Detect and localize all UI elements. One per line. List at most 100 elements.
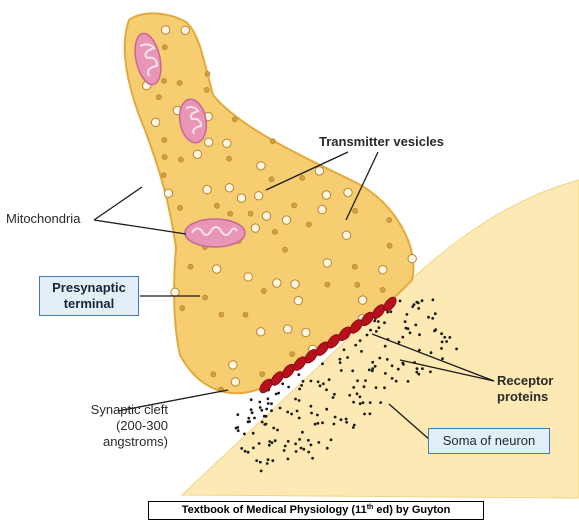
leader-line: [94, 187, 142, 220]
vesicle: [387, 218, 392, 223]
transmitter-dot: [416, 367, 419, 370]
transmitter-dot: [443, 336, 446, 339]
synaptic-cleft-line-1: Synaptic cleft: [28, 402, 168, 418]
vesicle: [243, 312, 248, 317]
transmitter-dot: [268, 444, 271, 447]
transmitter-dot: [298, 388, 301, 391]
vesicle: [229, 361, 237, 369]
transmitter-dot: [369, 401, 372, 404]
transmitter-dot: [339, 361, 342, 364]
transmitter-dot: [286, 411, 289, 414]
transmitter-dot: [287, 440, 290, 443]
transmitter-dot: [434, 328, 437, 331]
vesicle: [387, 243, 392, 248]
transmitter-dot: [359, 339, 362, 342]
vesicle: [251, 224, 259, 232]
transmitter-dot: [244, 450, 247, 453]
transmitter-dot: [302, 448, 305, 451]
transmitter-dot: [441, 341, 444, 344]
transmitter-dot: [243, 433, 246, 436]
transmitter-dot: [371, 370, 374, 373]
transmitter-dot: [274, 439, 277, 442]
vesicle: [244, 273, 252, 281]
transmitter-dot: [307, 451, 310, 454]
transmitter-dot: [310, 444, 313, 447]
transmitter-dot: [272, 427, 275, 430]
vesicle: [323, 259, 331, 267]
transmitter-dot: [252, 447, 255, 450]
transmitter-dot: [265, 408, 268, 411]
vesicle: [359, 296, 367, 304]
transmitter-dot: [258, 401, 261, 404]
transmitter-dot: [417, 307, 420, 310]
vesicle: [255, 192, 263, 200]
vesicle: [262, 212, 270, 220]
transmitter-dot: [378, 326, 381, 329]
vesicle: [257, 328, 265, 336]
transmitter-dot: [427, 316, 430, 319]
vesicle: [237, 194, 245, 202]
presynaptic-line-1: Presynaptic: [40, 280, 138, 296]
transmitter-dot: [263, 423, 266, 426]
vesicle: [315, 167, 323, 175]
mitochondrion: [185, 219, 245, 247]
transmitter-dot: [402, 363, 405, 366]
transmitter-dot: [407, 380, 410, 383]
transmitter-dot: [359, 395, 362, 398]
transmitter-dot: [316, 414, 319, 417]
vesicle: [322, 191, 330, 199]
transmitter-dot: [300, 447, 303, 450]
transmitter-dot: [326, 447, 329, 450]
transmitter-dot: [421, 299, 424, 302]
transmitter-dot: [317, 380, 320, 383]
transmitter-dot: [369, 412, 372, 415]
transmitter-dot: [363, 385, 366, 388]
label-transmitter-vesicles: Transmitter vesicles: [319, 134, 444, 150]
transmitter-dot: [253, 417, 256, 420]
transmitter-dot: [284, 445, 287, 448]
vesicle: [269, 177, 274, 182]
vesicle: [291, 280, 299, 288]
vesicle: [162, 154, 167, 159]
transmitter-dot: [259, 461, 262, 464]
transmitter-dot: [391, 364, 394, 367]
transmitter-dot: [251, 411, 254, 414]
vesicle: [228, 211, 233, 216]
transmitter-dot: [325, 408, 328, 411]
transmitter-dot: [287, 458, 290, 461]
transmitter-dot: [247, 451, 250, 454]
transmitter-dot: [418, 349, 421, 352]
transmitter-dot: [310, 405, 313, 408]
vesicle: [162, 137, 167, 142]
transmitter-dot: [418, 333, 421, 336]
transmitter-dot: [356, 392, 359, 395]
vesicle: [161, 78, 166, 83]
transmitter-dot: [265, 415, 268, 418]
transmitter-dot: [379, 401, 382, 404]
transmitter-dot: [250, 398, 253, 401]
vesicle: [355, 282, 360, 287]
vesicle: [344, 188, 352, 196]
transmitter-dot: [353, 424, 356, 427]
transmitter-dot: [383, 386, 386, 389]
transmitter-dot: [375, 386, 378, 389]
transmitter-dot: [362, 401, 365, 404]
transmitter-dot: [429, 370, 432, 373]
label-receptor-proteins: Receptor proteins: [497, 373, 553, 405]
transmitter-dot: [417, 373, 420, 376]
transmitter-dot: [371, 361, 374, 364]
transmitter-dot: [333, 393, 336, 396]
vesicle: [379, 266, 387, 274]
transmitter-dot: [271, 459, 274, 462]
transmitter-dot: [260, 409, 263, 412]
vesicle: [257, 162, 265, 170]
vesicle: [164, 189, 172, 197]
vesicle: [408, 255, 416, 263]
vesicle: [213, 265, 221, 273]
vesicle: [151, 118, 159, 126]
transmitter-dot: [240, 447, 243, 450]
transmitter-dot: [415, 371, 418, 374]
transmitter-dot: [294, 443, 297, 446]
vesicle: [193, 150, 201, 158]
